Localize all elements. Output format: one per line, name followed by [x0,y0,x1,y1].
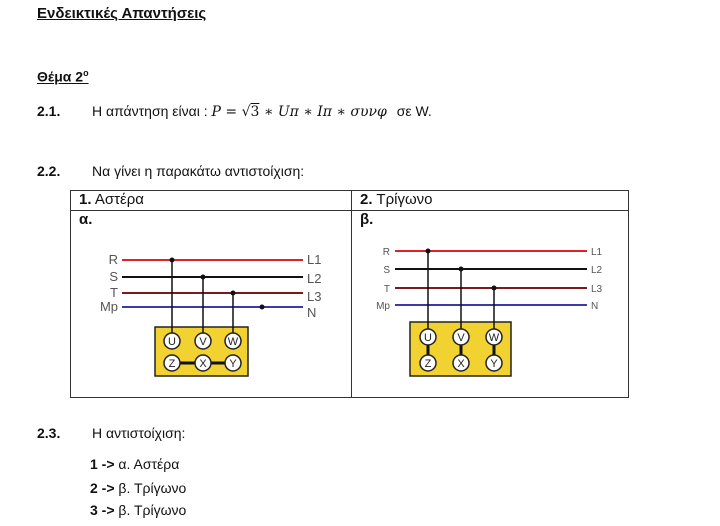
junction-dot [425,248,431,254]
answer-value: β. Τρίγωνο [118,502,187,518]
left-label: S [109,269,118,284]
terminal-label: W [228,336,239,348]
terminal-label: X [457,358,465,370]
answer-key: 1 -> [90,456,115,472]
terminal-label: Z [425,358,432,370]
left-label: Mp [100,299,118,314]
terminal-X [194,354,212,372]
col1-header: 1. Αστέρα [70,190,352,211]
answer-1: 1 -> α. Αστέρα [90,456,179,472]
left-label: R [109,252,118,267]
terminal-Y [224,354,242,372]
left-label: T [384,284,390,295]
topic-text: Θέμα 2 [37,68,84,85]
document-title: Ενδεικτικές Απαντήσεις [37,5,207,22]
terminal-V [452,328,470,346]
left-label: T [110,285,118,300]
right-label: N [307,305,316,320]
left-label: R [383,247,390,258]
terminal-label: U [424,332,432,344]
sqrt-arg: 3 [250,104,260,120]
terminal-label: U [168,336,176,348]
q21-text: Η απάντηση είναι : [92,103,208,119]
terminal-U [419,328,437,346]
terminal-label: W [489,332,500,344]
col2-sub: β. [360,211,374,228]
terminal-label: V [457,332,465,344]
right-label: L2 [307,271,321,286]
right-label: L3 [307,289,321,304]
answer-value: α. Αστέρα [118,456,180,472]
answer-key: 2 -> [90,480,115,496]
col1-cell: α. [70,210,352,398]
right-label: L1 [591,247,603,258]
right-label: L3 [591,284,603,295]
right-label: N [591,301,598,312]
terminal-Z [419,354,437,372]
terminal-label: V [199,336,207,348]
col1-sub: α. [79,211,93,228]
answer-2: 2 -> β. Τρίγωνο [90,480,186,496]
terminal-U [163,332,181,350]
answer-value: β. Τρίγωνο [118,480,187,496]
answer-3: 3 -> β. Τρίγωνο [90,502,186,518]
q23-number: 2.3. [37,425,61,441]
terminal-Y [485,354,503,372]
junction-dot [458,266,464,272]
junction-dot [491,285,497,291]
terminal-W [224,332,242,350]
answer-key: 3 -> [90,502,115,518]
formula-lhs: P = [211,104,242,120]
terminal-W [485,328,503,346]
terminal-label: X [199,358,207,370]
terminal-V [194,332,212,350]
terminal-label: Y [490,358,498,370]
sqrt-sign: √ [241,104,251,120]
topic-heading: Θέμα 2ο [37,68,89,85]
terminal-label: Z [169,358,176,370]
junction-dot [200,274,206,280]
left-label: Mp [376,301,390,312]
col1-num: 1. [79,191,92,208]
left-label: S [383,265,390,276]
right-label: L1 [307,252,321,267]
col1-label: Αστέρα [94,191,144,208]
right-label: L2 [591,265,603,276]
q22-text: Να γίνει η παρακάτω αντιστοίχιση: [92,163,305,179]
q21-answer: Η απάντηση είναι : P = √3 ∗ Uπ ∗ Iπ ∗ συ… [92,103,432,120]
q21-unit: σε W. [396,103,432,119]
terminal-Z [163,354,181,372]
terminal-label: Y [229,358,237,370]
topic-sup: ο [83,68,89,78]
junction-dot [230,290,236,296]
neutral-dot [259,304,265,310]
junction-dot [169,257,175,263]
col2-num: 2. [360,191,373,208]
formula-rhs: ∗ Uπ ∗ Iπ ∗ συνφ [259,104,387,120]
q21-number: 2.1. [37,103,61,119]
q22-number: 2.2. [37,163,61,179]
q23-text: Η αντιστοίχιση: [92,425,186,441]
terminal-X [452,354,470,372]
col2-label: Τρίγωνο [376,191,433,208]
